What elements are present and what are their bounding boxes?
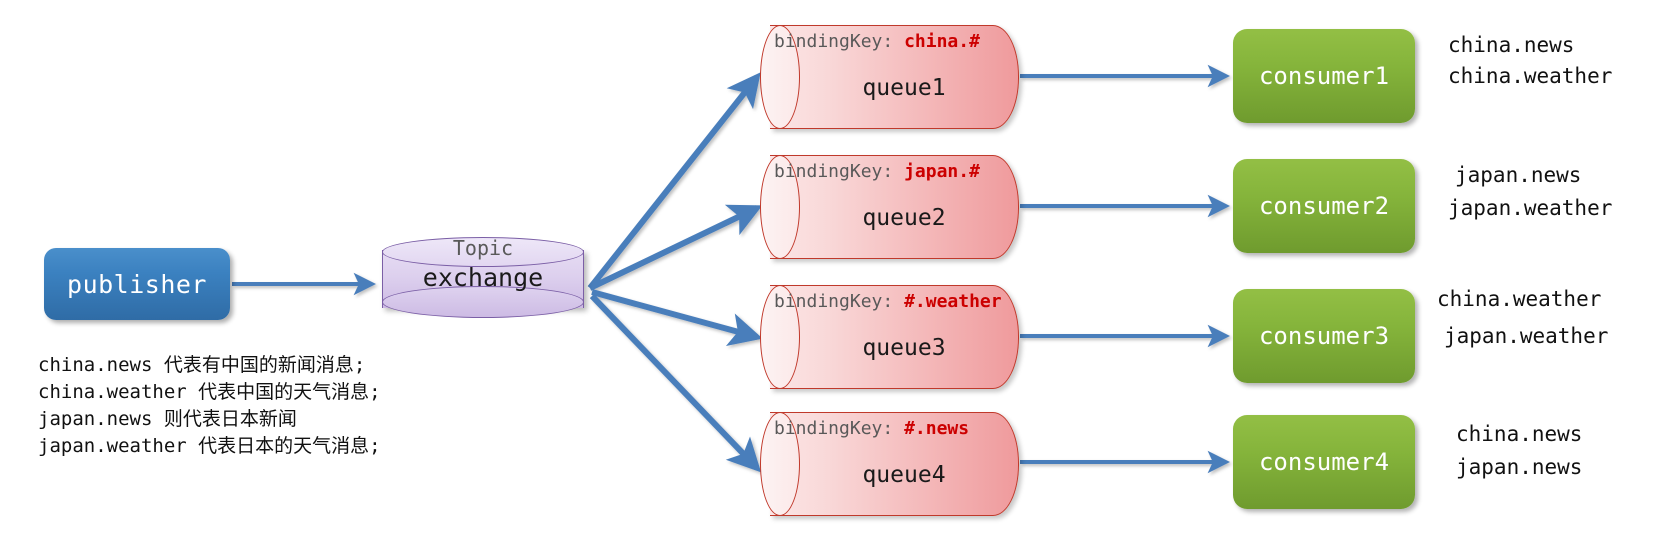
consumer-node-1[interactable]: consumer1 [1233, 29, 1415, 123]
binding-key-label: bindingKey: [774, 31, 894, 52]
queue-node-3[interactable]: bindingKey: #.weather queue3 [760, 285, 1019, 389]
queue-node-2[interactable]: bindingKey: japan.# queue2 [760, 155, 1019, 259]
routing-key-1-b: china.weather [1448, 64, 1613, 88]
queue-cylinder-cap [760, 412, 800, 516]
consumer-label-2: consumer2 [1258, 192, 1390, 220]
binding-key-label: bindingKey: [774, 291, 894, 312]
exchange-cylinder-bottom [382, 286, 584, 318]
exchange-cylinder-top [382, 237, 584, 267]
consumer-label-3: consumer3 [1258, 322, 1390, 350]
legend-line-1: china.news 代表有中国的新闻消息; [38, 354, 366, 376]
queue-cylinder-body [770, 412, 1019, 516]
routing-key-1-a: china.news [1448, 33, 1575, 57]
exchange-type-label: Topic [452, 236, 514, 260]
routing-key-3-b: japan.weather [1444, 324, 1609, 348]
queue-cylinder-cap [760, 285, 800, 389]
legend-line-4: japan.weather 代表日本的天气消息; [38, 434, 381, 457]
routing-key-4-a: china.news [1456, 422, 1583, 446]
exchange-node[interactable]: Topic exchange [382, 236, 584, 320]
binding-key-value: #.weather [904, 291, 1002, 312]
legend-block: china.news 代表有中国的新闻消息; china.weather 代表中… [38, 352, 381, 460]
queue-cylinder-body [770, 25, 1019, 129]
routing-key-2-a: japan.news [1455, 163, 1582, 187]
consumer-node-3[interactable]: consumer3 [1233, 289, 1415, 383]
exchange-label: exchange [422, 263, 544, 292]
legend-line-3: japan.news 则代表日本新闻 [38, 407, 297, 430]
consumer-node-2[interactable]: consumer2 [1233, 159, 1415, 253]
routing-key-4-b: japan.news [1456, 455, 1583, 479]
binding-key-label: bindingKey: [774, 161, 894, 182]
consumer-label-1: consumer1 [1258, 62, 1390, 90]
queue-node-4[interactable]: bindingKey: #.news queue4 [760, 412, 1019, 516]
queue-cylinder-body [770, 285, 1019, 389]
binding-key-value: japan.# [904, 161, 980, 182]
queue-name-2: queue2 [862, 205, 946, 231]
publisher-node[interactable]: publisher [44, 248, 230, 320]
routing-key-3-a: china.weather [1437, 287, 1602, 311]
binding-key-label: bindingKey: [774, 418, 894, 439]
queue-binding-key-1: bindingKey: china.# [774, 31, 1018, 52]
queue-name-4: queue4 [862, 462, 946, 488]
publisher-label: publisher [67, 269, 207, 299]
queue-binding-key-4: bindingKey: #.news [774, 418, 1018, 439]
queue-binding-key-3: bindingKey: #.weather [774, 291, 1018, 312]
queue-cylinder-body [770, 155, 1019, 259]
routing-key-2-b: japan.weather [1448, 196, 1613, 220]
queue-name-3: queue3 [862, 335, 946, 361]
legend-line-2: china.weather 代表中国的天气消息; [38, 380, 381, 403]
binding-key-value: china.# [904, 31, 980, 52]
consumer-label-4: consumer4 [1258, 448, 1390, 476]
queue-name-1: queue1 [862, 75, 946, 101]
queue-node-1[interactable]: bindingKey: china.# queue1 [760, 25, 1019, 129]
consumer-node-4[interactable]: consumer4 [1233, 415, 1415, 509]
binding-key-value: #.news [904, 418, 970, 439]
queue-binding-key-2: bindingKey: japan.# [774, 161, 1018, 182]
